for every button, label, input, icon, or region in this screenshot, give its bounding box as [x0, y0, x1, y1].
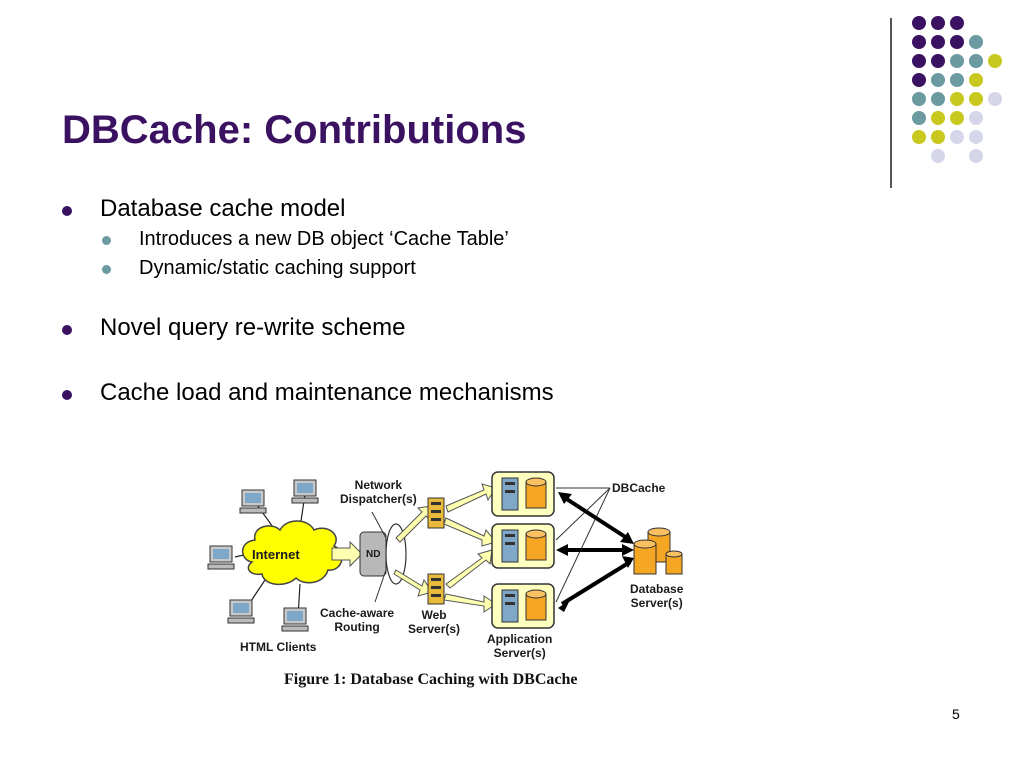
web-to-app-arrows	[443, 483, 497, 613]
arrow-icon	[331, 540, 363, 568]
bullet-text: Database cache model	[100, 195, 346, 222]
decorative-dot	[931, 130, 945, 144]
database-server-icon	[633, 527, 683, 575]
decorative-dot	[969, 54, 983, 68]
decorative-dot	[950, 73, 964, 87]
app-server-with-dbcache-icon	[491, 583, 555, 629]
sub-bullet-dot	[102, 265, 111, 274]
decorative-dot	[931, 73, 945, 87]
decorative-dot	[950, 111, 964, 125]
decorative-dot	[950, 130, 964, 144]
bullet-text: Novel query re-write scheme	[100, 314, 406, 341]
decorative-dot	[950, 35, 964, 49]
replication-arrows	[560, 494, 632, 606]
client-computer-icon	[291, 479, 319, 504]
decorative-dot	[931, 149, 945, 163]
sub-bullet-text: Introduces a new DB object ‘Cache Table’	[139, 228, 509, 250]
client-computer-icon	[207, 545, 235, 570]
decorative-dot	[969, 149, 983, 163]
decorative-dot	[969, 92, 983, 106]
decorative-dot	[950, 92, 964, 106]
decorative-dot	[912, 73, 926, 87]
bullet-dot	[62, 206, 72, 216]
slide-title: DBCache: Contributions	[62, 108, 527, 152]
decorative-dot	[950, 54, 964, 68]
app-server-with-dbcache-icon	[491, 471, 555, 517]
application-server-icons	[491, 471, 555, 629]
decorative-dot	[912, 111, 926, 125]
dbcache-architecture-figure: Internet ND Network Dispatcher(s) Cache-…	[200, 462, 700, 662]
decorative-dot	[912, 92, 926, 106]
bullet-text: Cache load and maintenance mechanisms	[100, 379, 554, 406]
web-server-icons	[427, 497, 445, 605]
client-computer-icon	[227, 599, 255, 624]
internet-cloud-icon	[241, 520, 343, 586]
decorative-dot	[931, 16, 945, 30]
page-number: 5	[952, 706, 960, 722]
decorative-dot	[988, 92, 1002, 106]
dbcache-pointer-lines	[555, 487, 611, 603]
arrow-icon	[393, 569, 433, 597]
sub-bullet-dot	[102, 236, 111, 245]
decorative-dot	[912, 130, 926, 144]
arrowheads	[556, 492, 634, 612]
client-computer-icon	[239, 489, 267, 514]
internet-label: Internet	[252, 547, 300, 562]
decorative-dot	[969, 73, 983, 87]
architecture-diagram	[207, 471, 683, 632]
bullet-dot	[62, 325, 72, 335]
decorative-divider	[890, 18, 892, 188]
network-dispatcher-icon	[359, 511, 407, 603]
decorative-dot	[931, 92, 945, 106]
client-computer-icon	[281, 607, 309, 632]
decorative-dot	[912, 16, 926, 30]
decorative-dot	[931, 35, 945, 49]
decorative-dot	[912, 54, 926, 68]
decorative-dot	[931, 54, 945, 68]
sub-bullet-text: Dynamic/static caching support	[139, 257, 416, 279]
decorative-dot	[969, 35, 983, 49]
decorative-dot-grid	[912, 16, 1002, 163]
decorative-dot	[969, 130, 983, 144]
decorative-dot	[912, 35, 926, 49]
decorative-dot	[950, 16, 964, 30]
database-servers-label: Database Server(s)	[630, 582, 684, 610]
web-server-icon	[427, 497, 445, 529]
figure-caption: Figure 1: Database Caching with DBCache	[284, 671, 578, 688]
web-servers-label: Web Server(s)	[408, 608, 461, 636]
web-server-icon	[427, 573, 445, 605]
dbcache-label: DBCache	[612, 481, 666, 495]
decorative-dot	[969, 111, 983, 125]
network-dispatcher-label: Network Dispatcher(s)	[340, 478, 417, 506]
cache-aware-routing-label: Cache-aware Routing	[320, 606, 395, 634]
application-servers-label: Application Server(s)	[487, 632, 553, 660]
html-client-icons	[207, 479, 319, 632]
html-clients-label: HTML Clients	[240, 640, 317, 654]
nd-label: ND	[366, 549, 381, 560]
decorative-dot	[988, 54, 1002, 68]
arrow-icon	[395, 505, 433, 543]
app-server-with-dbcache-icon	[491, 523, 555, 569]
bullet-dot	[62, 390, 72, 400]
decorative-dot	[931, 111, 945, 125]
